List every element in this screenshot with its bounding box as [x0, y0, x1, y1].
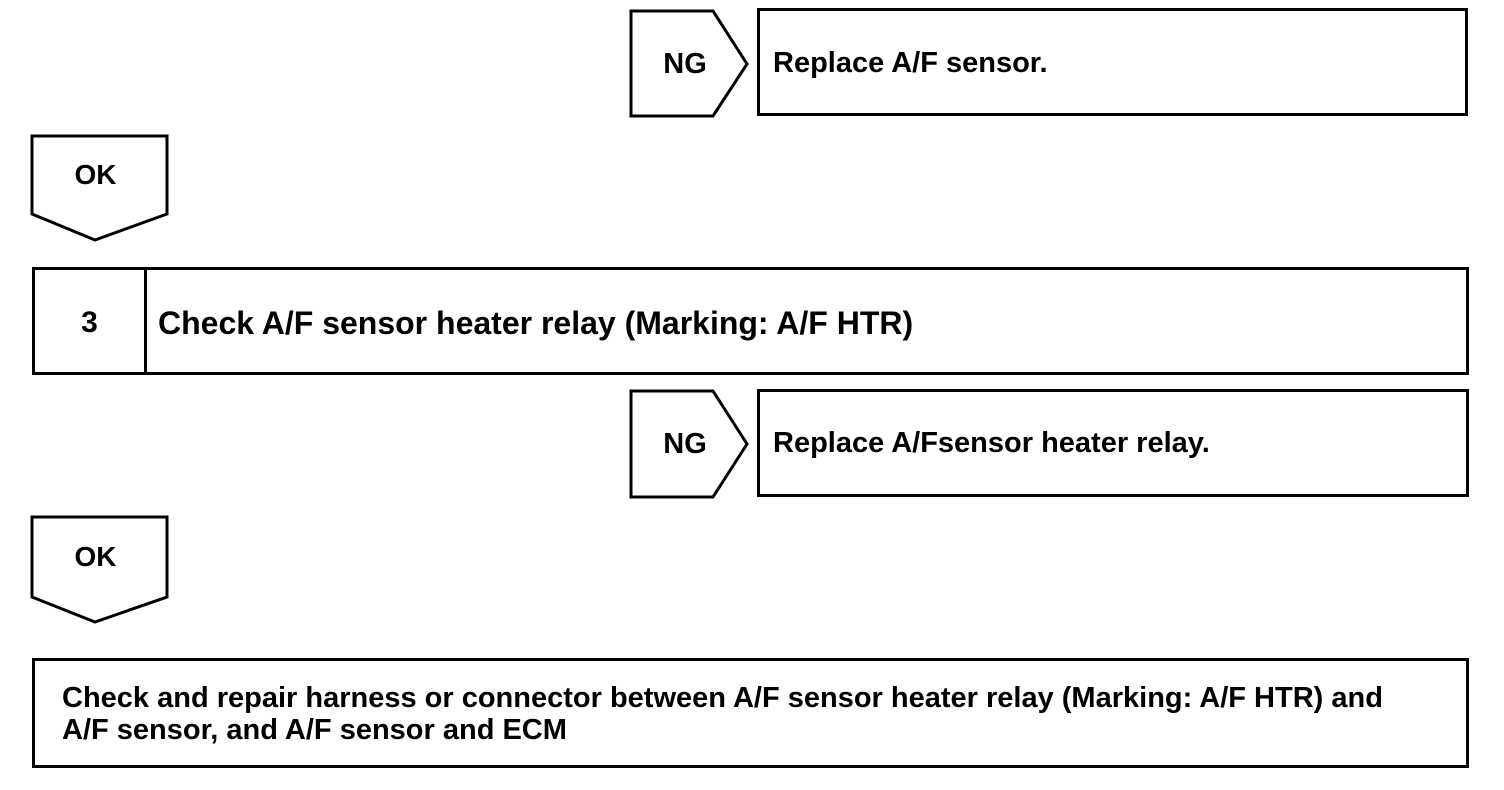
- final-action-box: [32, 658, 1469, 768]
- step-3-title: Check A/F sensor heater relay (Marking: …: [158, 305, 914, 341]
- ng-action-box-1: [757, 8, 1468, 116]
- ok-label-1: OK: [74, 159, 117, 190]
- ng-label-2: NG: [663, 428, 707, 460]
- ng-action-text-2: Replace A/Fsensor heater relay.: [773, 427, 1210, 459]
- step-3-box: [32, 267, 1469, 375]
- ng-action-text-1: Replace A/F sensor.: [773, 47, 1048, 79]
- step-3-number: 3: [81, 306, 98, 339]
- ng-action-box-2: [757, 389, 1469, 497]
- final-action-line-1: Check and repair harness or connector be…: [62, 682, 1383, 714]
- ng-label-1: NG: [663, 48, 707, 80]
- ok-label-2: OK: [74, 541, 117, 572]
- step-3-divider: [144, 267, 147, 375]
- final-action-line-2: A/F sensor, and A/F sensor and ECM: [62, 714, 567, 746]
